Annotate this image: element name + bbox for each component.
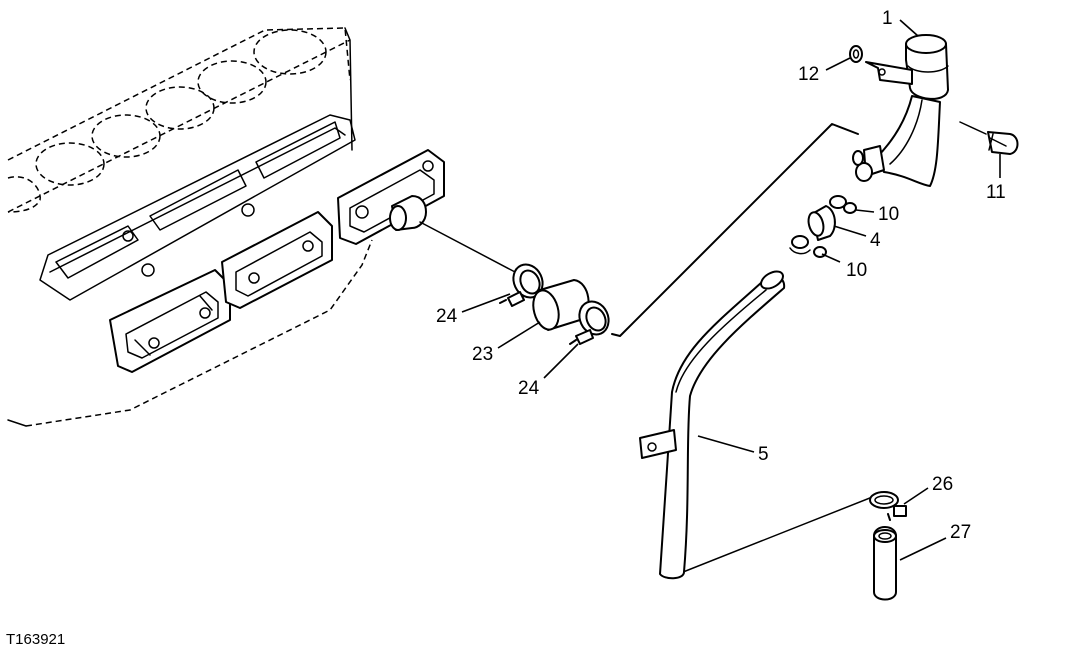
callout-labels: 1 12 11 10 4 10 5 24 23 24 26 27 [436, 8, 1006, 543]
callout-10-lower: 10 [846, 260, 867, 281]
side-cover-plate [221, 211, 333, 309]
callout-10-upper: 10 [878, 204, 899, 225]
hose-clamp-bottom [869, 491, 907, 521]
breather-cap-assembly [852, 34, 949, 187]
callout-leaders [461, 19, 1001, 561]
figure-id: T163921 [6, 631, 65, 648]
callout-24-upper: 24 [436, 306, 458, 327]
washer [849, 45, 863, 63]
callout-4: 4 [870, 230, 881, 251]
callout-27: 27 [950, 522, 971, 543]
drain-hose [873, 526, 897, 601]
cylinder-bore [7, 176, 41, 213]
engine-block [7, 27, 445, 427]
callout-12: 12 [798, 64, 819, 85]
hose-clamp-small [829, 195, 857, 214]
breather-plate [337, 149, 445, 245]
cylinder-bore [197, 60, 267, 104]
callout-11: 11 [986, 182, 1006, 203]
cylinder-bore [253, 29, 327, 75]
callout-23: 23 [472, 344, 493, 365]
short-hose [807, 205, 836, 241]
bolt [959, 121, 1019, 155]
callout-24-lower: 24 [518, 378, 540, 399]
callout-1: 1 [882, 8, 893, 29]
callout-26: 26 [932, 474, 953, 495]
hose-clamp-upper [499, 263, 544, 307]
hose-clamp-lower [569, 300, 610, 345]
cylinder-bore [91, 114, 161, 158]
cylinder-bore [35, 142, 105, 186]
assembly-lines [419, 123, 886, 579]
callout-5: 5 [758, 444, 769, 465]
vent-tube [639, 270, 786, 580]
cylinder-bore [145, 86, 215, 130]
